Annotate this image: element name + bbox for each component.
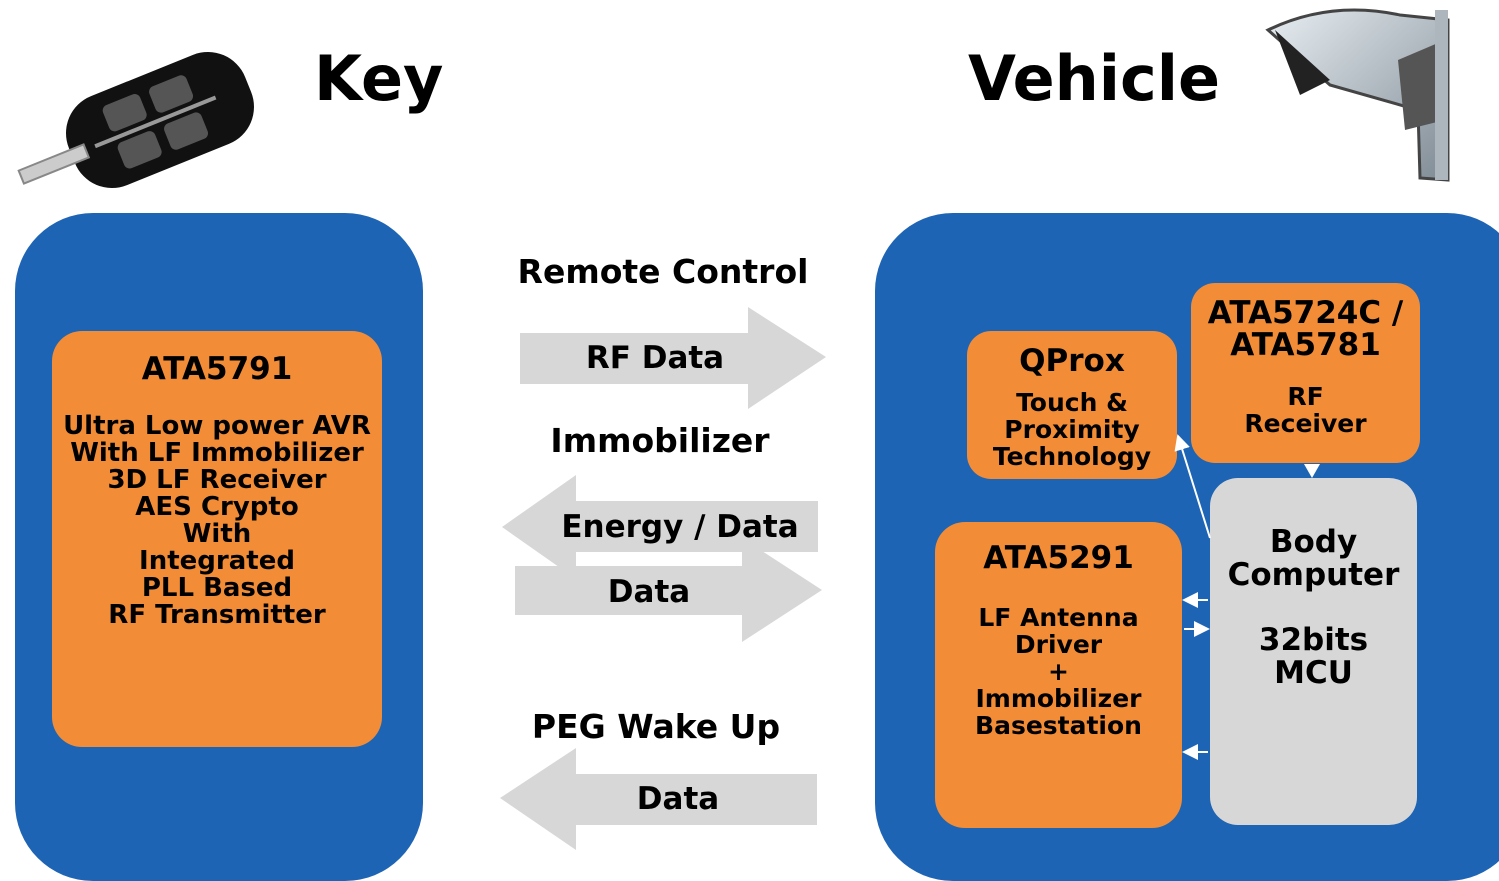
rf-data-label: RF Data: [585, 340, 725, 376]
rf-receiver-module: ATA5724C / ATA5781 RF Receiver: [1191, 283, 1420, 463]
ata5291-line: Driver: [1014, 630, 1103, 659]
key-module-line: With: [182, 519, 252, 549]
body-computer: Body Computer 32bits MCU: [1210, 478, 1417, 825]
rf-receiver-title-line: ATA5781: [1230, 327, 1381, 363]
key-module-line: Ultra Low power AVR: [63, 411, 371, 441]
ata5291-title: ATA5291: [983, 540, 1134, 576]
energy-data-label: Energy / Data: [561, 509, 799, 545]
immobilizer-data-label: Data: [607, 574, 691, 610]
qprox-description: Touch & Proximity Technology: [967, 389, 1177, 470]
qprox-module: QProx Touch & Proximity Technology: [967, 331, 1177, 479]
key-module-line: PLL Based: [141, 573, 293, 603]
key-module-description: Ultra Low power AVR With LF Immobilizer …: [52, 413, 382, 629]
qprox-line: Touch &: [1016, 388, 1128, 417]
qprox-line: Proximity: [1004, 415, 1140, 444]
ata5291-module: ATA5291 LF Antenna Driver + Immobilizer …: [935, 522, 1182, 828]
ata5291-line: LF Antenna: [978, 603, 1139, 632]
key-module-line: AES Crypto: [135, 492, 299, 522]
body-computer-line: Body: [1269, 524, 1358, 560]
body-computer-title: Body Computer: [1210, 526, 1417, 592]
mcu-label: 32bits MCU: [1210, 624, 1417, 690]
key-module: ATA5791 Ultra Low power AVR With LF Immo…: [52, 331, 382, 747]
key-heading: Key: [314, 42, 444, 115]
rf-receiver-description: RF Receiver: [1191, 383, 1420, 437]
ata5291-description: LF Antenna Driver + Immobilizer Basestat…: [935, 604, 1182, 739]
ata5291-line: Immobilizer: [975, 684, 1142, 713]
key-module-line: With LF Immobilizer: [70, 438, 364, 468]
qprox-title: QProx: [1019, 343, 1125, 379]
qprox-line: Technology: [992, 442, 1152, 471]
rf-receiver-title-line: ATA5724C /: [1207, 295, 1404, 331]
ata5291-line: Basestation: [975, 711, 1142, 740]
mcu-line: MCU: [1274, 655, 1353, 691]
key-module-title: ATA5791: [141, 351, 293, 387]
immobilizer-title: Immobilizer: [550, 421, 770, 460]
key-module-line: Integrated: [139, 546, 295, 576]
ata5291-line: +: [1048, 657, 1069, 686]
key-module-line: RF Transmitter: [108, 600, 326, 630]
peg-title: PEG Wake Up: [531, 707, 781, 746]
mcu-line: 32bits: [1258, 622, 1369, 658]
vehicle-heading: Vehicle: [968, 42, 1221, 115]
rf-receiver-line: RF: [1287, 382, 1324, 411]
key-module-line: 3D LF Receiver: [107, 465, 327, 495]
body-computer-line: Computer: [1227, 557, 1400, 593]
rf-receiver-title: ATA5724C / ATA5781: [1191, 297, 1420, 361]
remote-control-title: Remote Control: [517, 252, 809, 291]
peg-data-label: Data: [636, 781, 720, 817]
rf-receiver-line: Receiver: [1244, 409, 1367, 438]
